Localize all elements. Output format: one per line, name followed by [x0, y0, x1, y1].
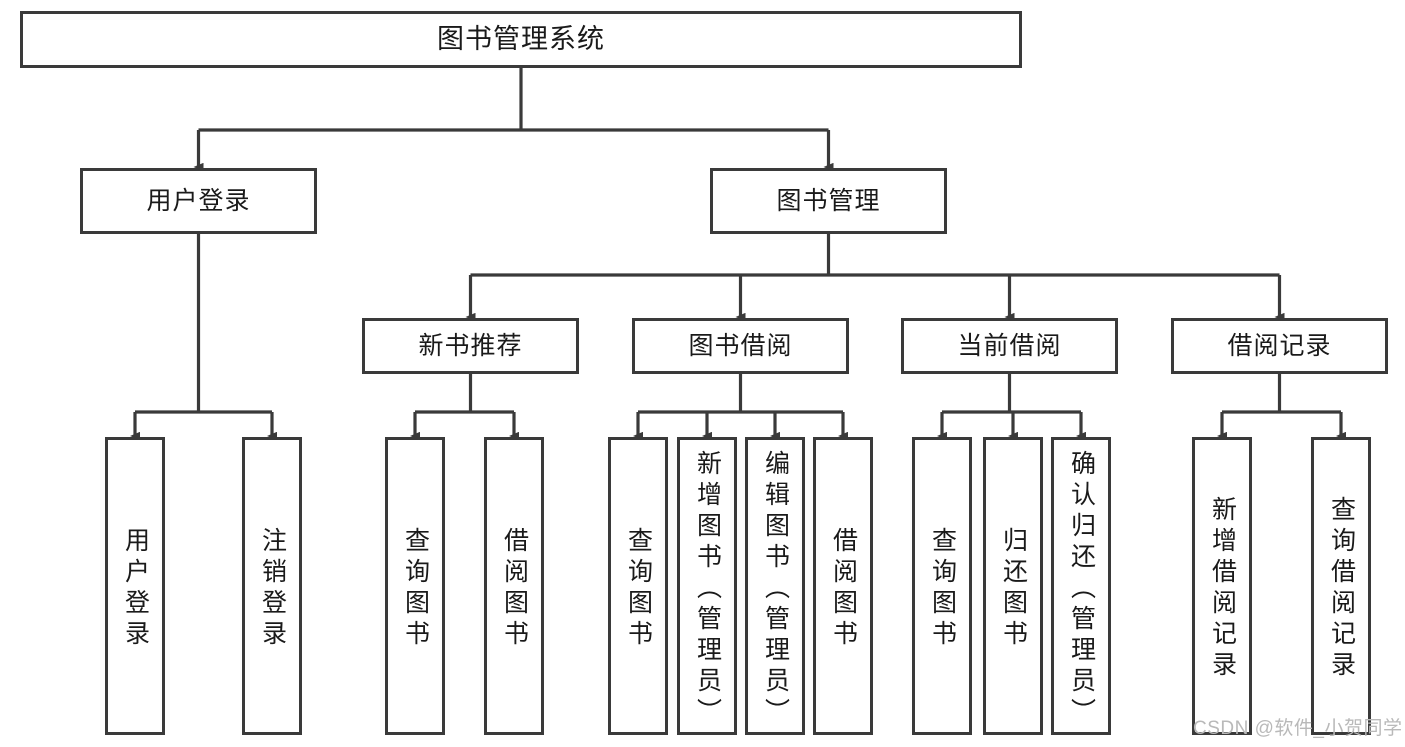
node-label-leaf_13: 查询借阅记录 — [1327, 496, 1356, 682]
node-leaf_1[interactable]: 用户登录 — [105, 437, 165, 735]
watermark-text: CSDN @软件_小贺同学 — [1193, 718, 1403, 739]
node-label-l3_b: 图书借阅 — [688, 331, 793, 360]
node-leaf_5[interactable]: 查询图书 — [608, 437, 668, 735]
node-label-leaf_3: 查询图书 — [401, 527, 430, 651]
node-label-leaf_8: 借阅图书 — [829, 527, 858, 651]
node-l2_a[interactable]: 用户登录 — [80, 168, 317, 234]
node-label-leaf_9: 查询图书 — [928, 527, 957, 651]
node-leaf_3[interactable]: 查询图书 — [385, 437, 445, 735]
edge-group — [130, 68, 1346, 441]
node-label-leaf_10: 归还图书 — [999, 527, 1028, 651]
node-label-l3_c: 当前借阅 — [957, 331, 1062, 360]
node-leaf_13[interactable]: 查询借阅记录 — [1311, 437, 1371, 735]
node-leaf_6[interactable]: 新增图书（管理员） — [677, 437, 737, 735]
node-label-l2_b: 图书管理 — [776, 186, 881, 215]
node-leaf_9[interactable]: 查询图书 — [912, 437, 972, 735]
node-label-leaf_7: 编辑图书（管理员） — [761, 450, 790, 729]
node-leaf_11[interactable]: 确认归还（管理员） — [1051, 437, 1111, 735]
node-leaf_10[interactable]: 归还图书 — [983, 437, 1043, 735]
node-l3_a[interactable]: 新书推荐 — [362, 318, 579, 374]
node-leaf_2[interactable]: 注销登录 — [242, 437, 302, 735]
node-label-l3_a: 新书推荐 — [418, 331, 523, 360]
node-leaf_4[interactable]: 借阅图书 — [484, 437, 544, 735]
node-label-l3_d: 借阅记录 — [1227, 331, 1332, 360]
node-label-root: 图书管理系统 — [437, 24, 605, 54]
node-label-l2_a: 用户登录 — [146, 186, 251, 215]
node-leaf_8[interactable]: 借阅图书 — [813, 437, 873, 735]
node-label-leaf_1: 用户登录 — [121, 527, 150, 651]
node-label-leaf_11: 确认归还（管理员） — [1067, 450, 1096, 729]
node-leaf_7[interactable]: 编辑图书（管理员） — [745, 437, 805, 735]
node-l3_d[interactable]: 借阅记录 — [1171, 318, 1388, 374]
node-l3_c[interactable]: 当前借阅 — [901, 318, 1118, 374]
node-leaf_12[interactable]: 新增借阅记录 — [1192, 437, 1252, 735]
node-label-leaf_12: 新增借阅记录 — [1208, 496, 1237, 682]
node-label-leaf_4: 借阅图书 — [500, 527, 529, 651]
node-label-leaf_6: 新增图书（管理员） — [693, 450, 722, 729]
node-label-leaf_2: 注销登录 — [258, 527, 287, 651]
node-l2_b[interactable]: 图书管理 — [710, 168, 947, 234]
node-root[interactable]: 图书管理系统 — [20, 11, 1022, 68]
node-label-leaf_5: 查询图书 — [624, 527, 653, 651]
node-l3_b[interactable]: 图书借阅 — [632, 318, 849, 374]
